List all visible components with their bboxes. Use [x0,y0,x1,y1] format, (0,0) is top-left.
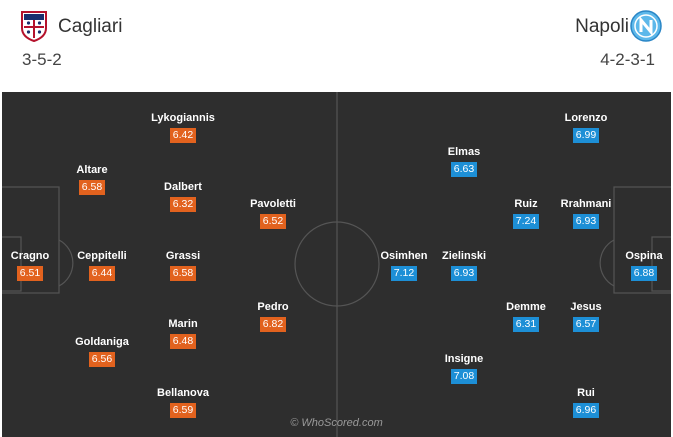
player-name: Rui [577,387,595,399]
player-name: Marin [168,318,198,330]
player-name: Ruiz [514,198,538,210]
player-card[interactable]: Grassi 6.58 [138,250,228,281]
home-formation: 3-5-2 [22,50,62,69]
player-rating: 6.88 [630,266,658,281]
player-name: Osimhen [380,250,428,262]
cagliari-crest-icon [21,11,47,42]
player-name: Rrahmani [560,198,612,210]
player-name: Ceppitelli [77,250,127,262]
player-name: Demme [506,301,546,313]
player-rating: 6.93 [572,214,600,229]
player-card[interactable]: Altare 6.58 [47,164,137,195]
player-name: Lorenzo [564,112,608,124]
player-card[interactable]: Pedro 6.82 [228,301,318,332]
player-card[interactable]: Marin 6.48 [138,318,228,349]
pitch: Cragno 6.51 Altare 6.58 Ceppitelli 6.44 … [2,92,671,437]
player-rating: 6.48 [169,334,197,349]
player-rating: 6.58 [78,180,106,195]
pitch-markings [2,92,671,437]
player-name: Elmas [447,146,481,158]
player-rating: 6.82 [259,317,287,332]
player-name: Lykogiannis [151,112,215,124]
player-card[interactable]: Pavoletti 6.52 [228,198,318,229]
player-rating: 6.99 [572,128,600,143]
player-rating: 6.93 [450,266,478,281]
player-card[interactable]: Ceppitelli 6.44 [57,250,147,281]
player-card[interactable]: Zielinski 6.93 [419,250,509,281]
player-card[interactable]: Osimhen 7.12 [359,250,449,281]
player-rating: 6.57 [572,317,600,332]
player-rating: 6.59 [169,403,197,418]
napoli-crest-icon [630,10,662,42]
player-rating: 6.58 [169,266,197,281]
player-rating: 6.42 [169,128,197,143]
player-rating: 6.32 [169,197,197,212]
away-formation: 4-2-3-1 [600,50,655,69]
player-name: Cragno [10,250,50,262]
player-rating: 6.31 [512,317,540,332]
player-rating: 6.96 [572,403,600,418]
home-team-name[interactable]: Cagliari [58,16,123,37]
player-card[interactable]: Goldaniga 6.56 [57,336,147,367]
away-team-name[interactable]: Napoli [575,16,629,37]
player-card[interactable]: Lorenzo 6.99 [541,112,631,143]
player-name: Ospina [625,250,663,262]
player-name: Bellanova [157,387,209,399]
player-name: Jesus [570,301,602,313]
player-card[interactable]: Jesus 6.57 [541,301,631,332]
player-name: Pedro [257,301,289,313]
player-name: Insigne [444,353,484,365]
player-card[interactable]: Insigne 7.08 [419,353,509,384]
player-name: Grassi [165,250,201,262]
player-card[interactable]: Elmas 6.63 [419,146,509,177]
player-name: Dalbert [164,181,202,193]
player-rating: 7.08 [450,369,478,384]
player-rating: 7.24 [512,214,540,229]
player-name: Zielinski [441,250,487,262]
player-rating: 6.56 [88,352,116,367]
player-card[interactable]: Ospina 6.88 [599,250,671,281]
player-rating: 7.12 [390,266,418,281]
player-name: Altare [76,164,108,176]
match-header: Cagliari 3-5-2 Napoli 4-2-3-1 [0,0,673,90]
player-name: Goldaniga [75,336,129,348]
player-card[interactable]: Ruiz 7.24 [481,198,571,229]
player-card[interactable]: Bellanova 6.59 [138,387,228,418]
player-card[interactable]: Demme 6.31 [481,301,571,332]
player-card[interactable]: Rui 6.96 [541,387,631,418]
player-card[interactable]: Rrahmani 6.93 [541,198,631,229]
player-name: Pavoletti [250,198,296,210]
player-card[interactable]: Cragno 6.51 [2,250,75,281]
player-card[interactable]: Dalbert 6.32 [138,181,228,212]
player-rating: 6.44 [88,266,116,281]
player-card[interactable]: Lykogiannis 6.42 [138,112,228,143]
player-rating: 6.51 [16,266,44,281]
player-rating: 6.63 [450,162,478,177]
player-rating: 6.52 [259,214,287,229]
whoscored-watermark: © WhoScored.com [290,417,383,429]
